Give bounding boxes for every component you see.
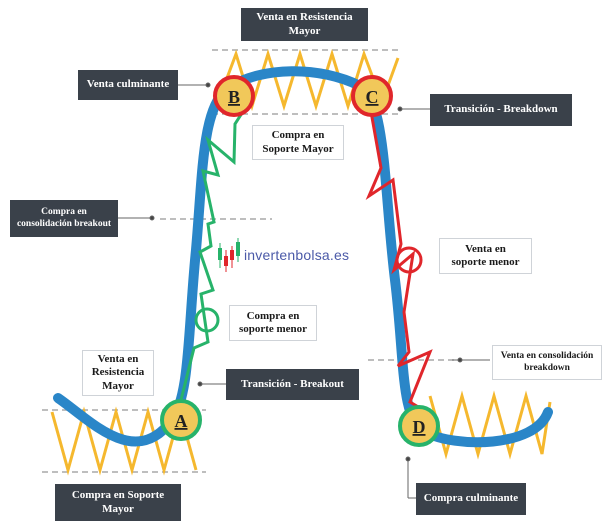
marker-b: B <box>213 75 255 117</box>
range-zigzag-bottom-right <box>428 390 552 460</box>
label-venta-resistencia-mayor: Venta en Resistencia Mayor <box>82 350 154 396</box>
label-compra-consolidacion-breakout: Compra en consolidación breakout <box>10 200 118 237</box>
marker-c-label: C <box>366 87 379 107</box>
marker-c: C <box>351 75 393 117</box>
downtrend-zigzag <box>365 105 433 410</box>
label-venta-culminante: Venta culminante <box>78 70 178 100</box>
logo-text: invertenbolsa.es <box>244 247 350 263</box>
label-transicion-breakout: Transición - Breakout <box>226 369 359 400</box>
label-compra-soporte-mayor: Compra en Soporte Mayor <box>252 125 344 160</box>
logo: invertenbolsa.es <box>240 238 349 272</box>
connectors <box>118 82 490 499</box>
marker-a: A <box>160 399 202 441</box>
marker-d: D <box>398 405 440 447</box>
marker-d-label: D <box>413 417 426 437</box>
label-compra-culminante: Compra culminante <box>416 483 526 515</box>
logo-candles-icon <box>218 238 240 272</box>
label-venta-resistencia-top: Venta en Resistencia Mayor <box>241 8 368 41</box>
label-transicion-breakdown: Transición - Breakdown <box>430 94 572 126</box>
label-compra-soporte-mayor-bottom: Compra en Soporte Mayor <box>55 484 181 521</box>
venta-soporte-menor-circle <box>395 246 423 274</box>
marker-a-label: A <box>175 411 188 431</box>
marker-b-label: B <box>228 87 240 107</box>
compra-soporte-menor-circle <box>194 307 220 333</box>
uptrend-zigzag <box>178 109 246 405</box>
label-compra-soporte-menor: Compra en soporte menor <box>229 305 317 341</box>
label-venta-consolidacion-breakdown: Venta en consolidación breakdown <box>492 345 602 380</box>
label-venta-soporte-menor: Venta en soporte menor <box>439 238 532 274</box>
